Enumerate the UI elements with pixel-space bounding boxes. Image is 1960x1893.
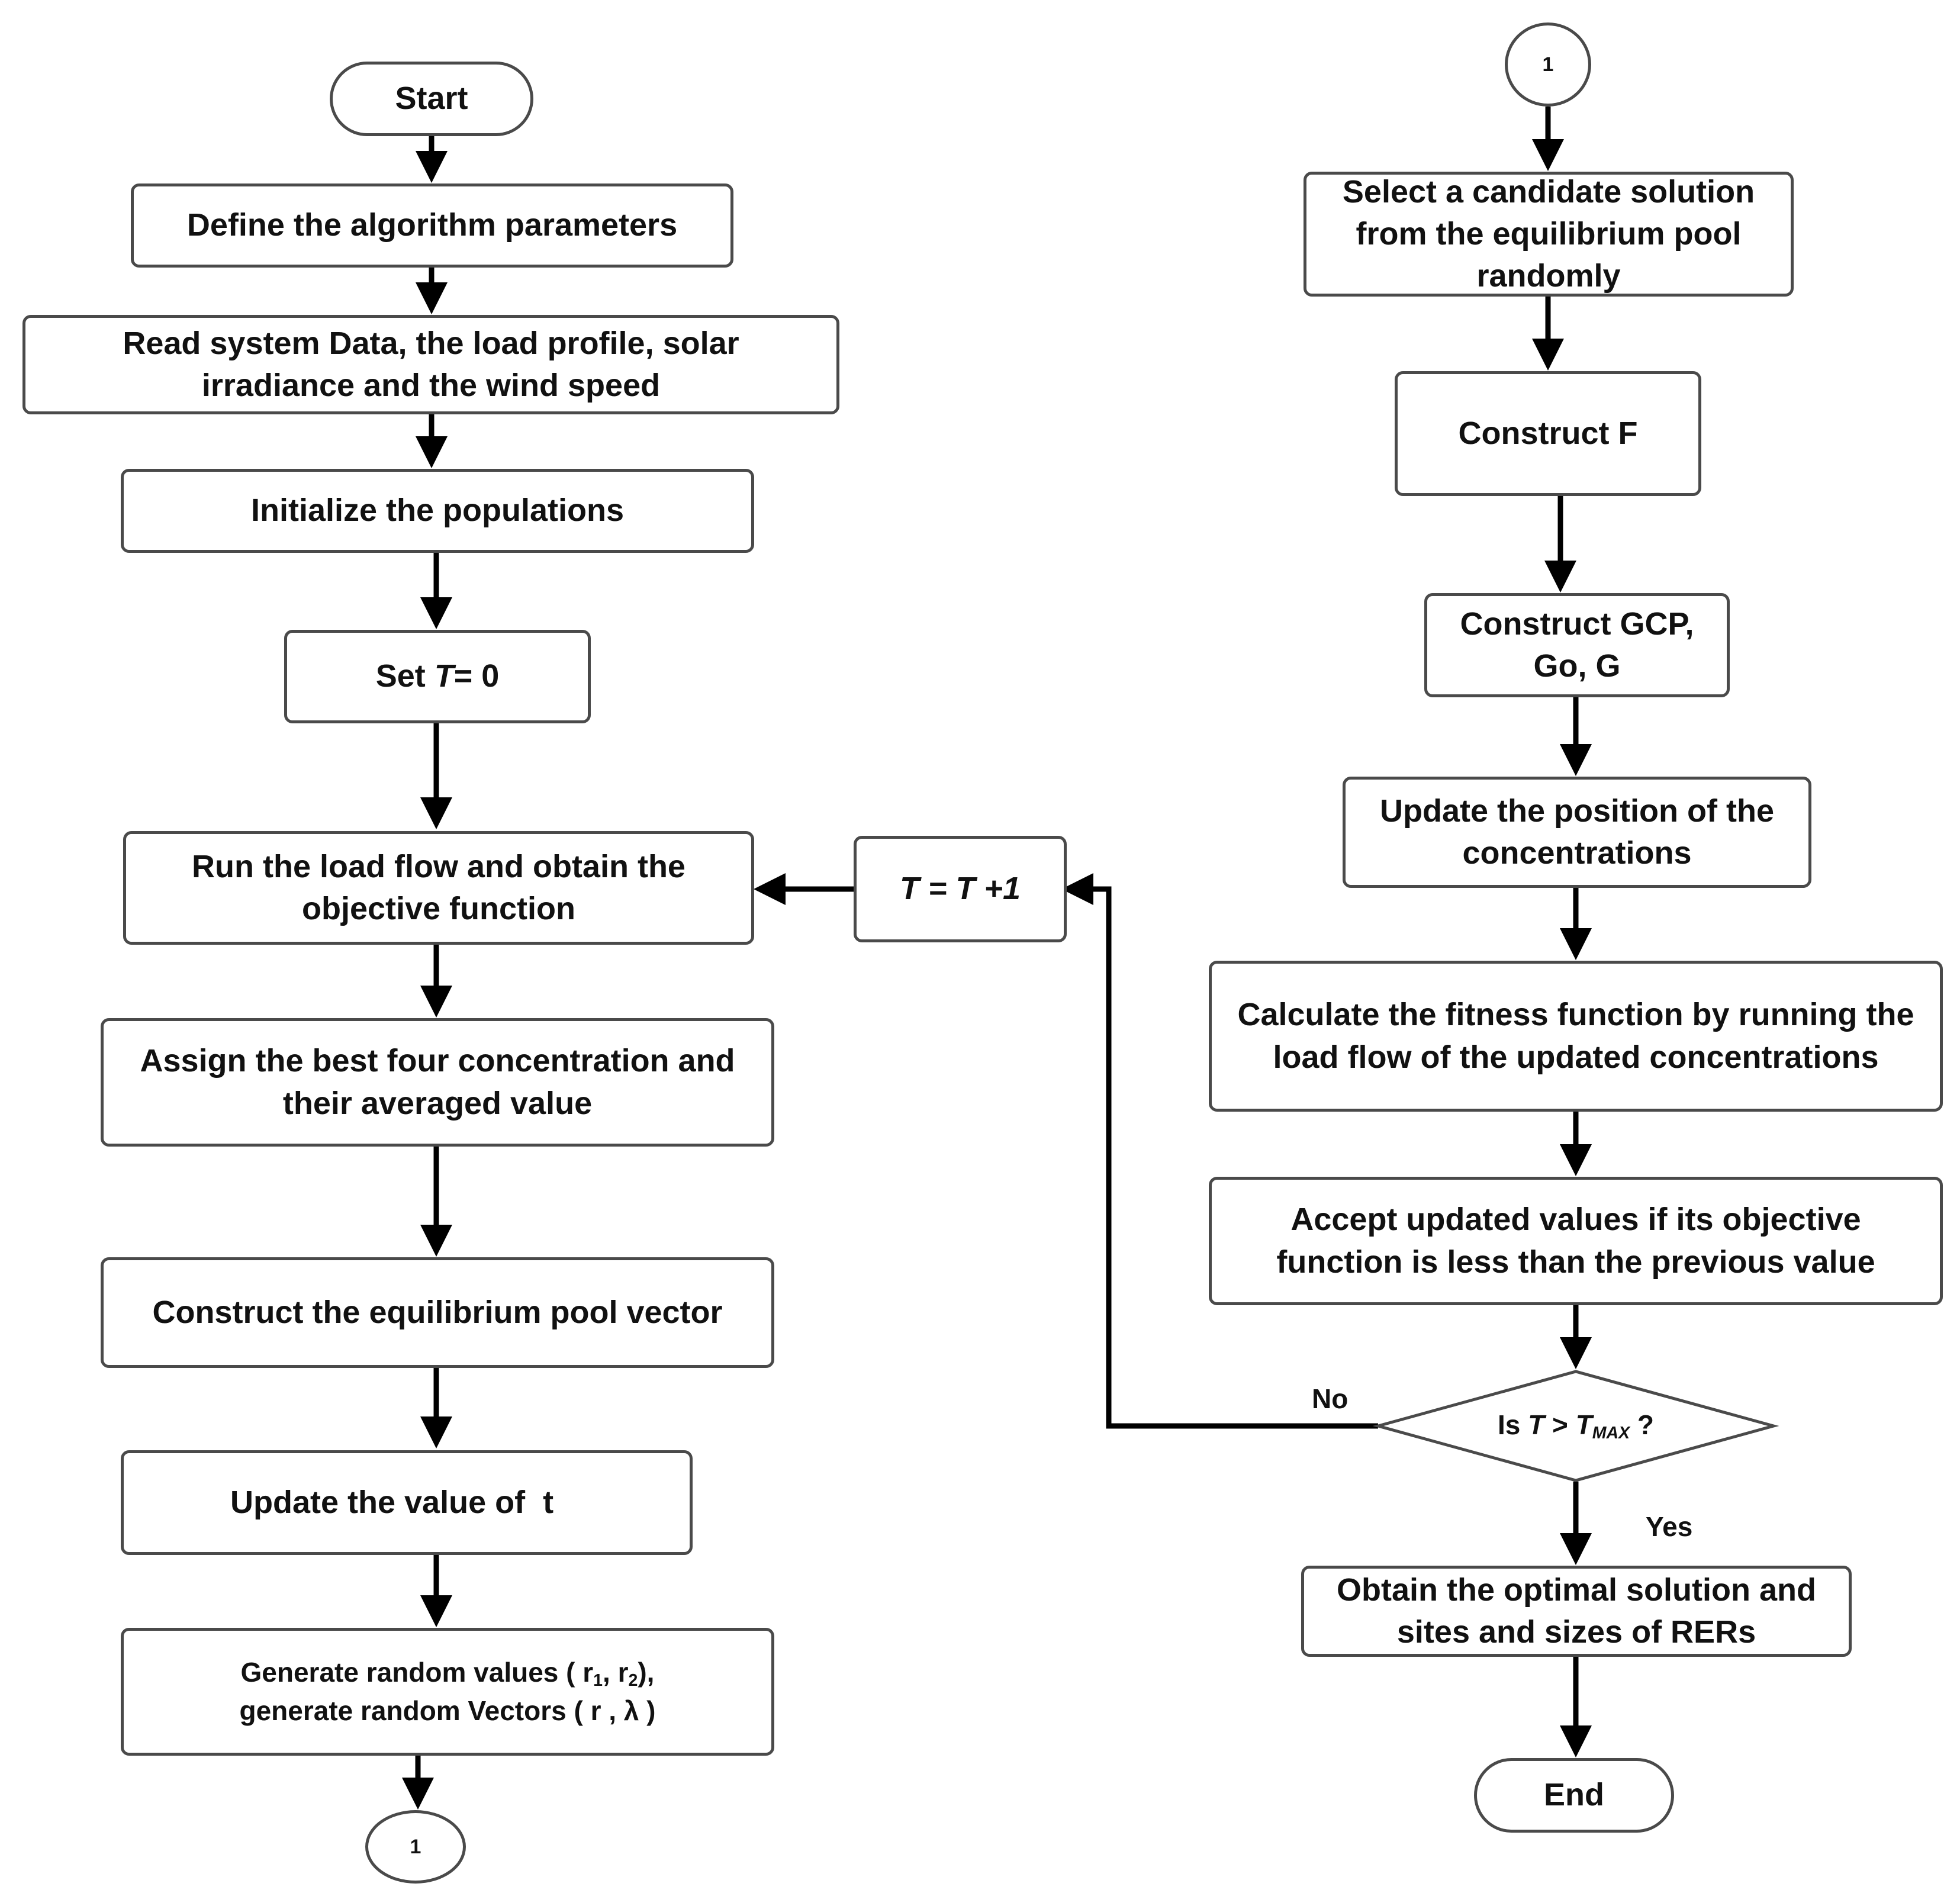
generate-random-line1: Generate random values ( r1, r2), (240, 1656, 655, 1690)
assign-best-box: Assign the best four concentration and t… (101, 1018, 774, 1147)
offpage-connector-top: 1 (1505, 22, 1591, 107)
increment-t-label: T = T +1 (899, 871, 1021, 907)
construct-gcp-box: Construct GCP, Go, G (1424, 593, 1730, 697)
equilibrium-pool-label: Construct the equilibrium pool vector (152, 1294, 723, 1330)
end-terminal: End (1474, 1758, 1674, 1833)
offpage-connector-bottom: 1 (365, 1810, 466, 1884)
start-label: Start (395, 81, 468, 117)
yes-label: Yes (1646, 1511, 1693, 1542)
calculate-fitness-box: Calculate the fitness function by runnin… (1209, 961, 1943, 1112)
end-label: End (1544, 1777, 1604, 1813)
initialize-populations-label: Initialize the populations (250, 492, 625, 529)
run-load-flow-box: Run the load flow and obtain the objecti… (123, 831, 754, 945)
read-system-data-box: Read system Data, the load profile, sola… (22, 315, 839, 414)
increment-t-box: T = T +1 (854, 836, 1067, 942)
generate-random-box: Generate random values ( r1, r2), genera… (121, 1628, 774, 1756)
start-terminal: Start (330, 62, 533, 136)
initialize-populations-box: Initialize the populations (121, 469, 754, 553)
obtain-solution-box: Obtain the optimal solution and sites an… (1301, 1566, 1852, 1657)
calculate-fitness-label: Calculate the fitness function by runnin… (1237, 997, 1914, 1075)
define-parameters-box: Define the algorithm parameters (131, 183, 733, 268)
read-system-data-label: Read system Data, the load profile, sola… (123, 325, 739, 403)
accept-values-label: Accept updated values if its objective f… (1276, 1202, 1875, 1280)
define-parameters-label: Define the algorithm parameters (186, 207, 678, 243)
generate-random-label: Generate random values ( r1, r2), genera… (239, 1654, 655, 1730)
decision-label: Is T > TMAX ? (1497, 1409, 1655, 1443)
generate-random-line2: generate random Vectors ( r , λ ) (239, 1695, 656, 1726)
no-label: No (1312, 1383, 1348, 1414)
construct-gcp-label: Construct GCP, Go, G (1460, 606, 1694, 684)
set-t-label: Set T= 0 (375, 658, 500, 694)
run-load-flow-label: Run the load flow and obtain the objecti… (192, 848, 685, 926)
accept-values-box: Accept updated values if its objective f… (1209, 1177, 1943, 1305)
equilibrium-pool-box: Construct the equilibrium pool vector (101, 1257, 774, 1368)
update-t-box: Update the value of t (121, 1450, 693, 1555)
assign-best-label: Assign the best four concentration and t… (140, 1043, 735, 1121)
update-position-box: Update the position of the concentration… (1343, 777, 1811, 888)
select-candidate-box: Select a candidate solution from the equ… (1304, 172, 1794, 297)
obtain-solution-label: Obtain the optimal solution and sites an… (1337, 1572, 1816, 1650)
arrow-no-loop (1061, 873, 1378, 1429)
decision-diamond (1372, 1370, 1779, 1482)
construct-f-label: Construct F (1458, 415, 1638, 451)
select-candidate-label: Select a candidate solution from the equ… (1342, 173, 1755, 294)
construct-f-box: Construct F (1395, 371, 1701, 496)
update-t-label: Update the value of t (230, 1484, 554, 1520)
update-position-label: Update the position of the concentration… (1380, 793, 1774, 871)
set-t-box: Set T= 0 (284, 630, 591, 723)
